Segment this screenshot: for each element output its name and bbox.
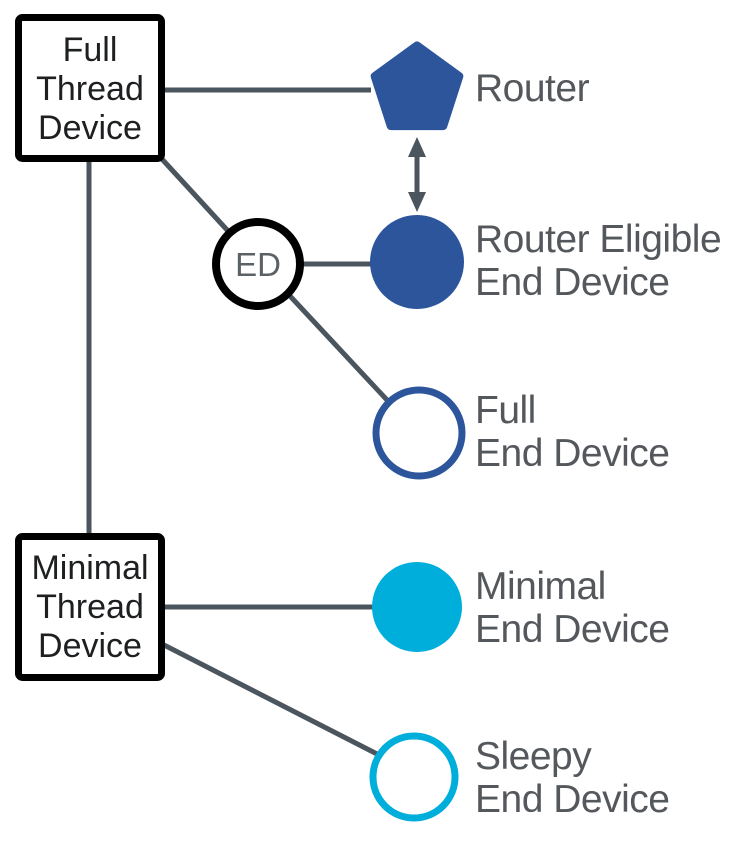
reed-label-line1: Router Eligible [475,218,721,261]
mtd-label-line1: Minimal [31,549,148,587]
ftd-label-line1: Full [63,31,118,69]
mtd-label-line3: Device [38,627,142,665]
mtd-label-line2: Thread [36,588,144,626]
arrow-head-up-icon [408,137,426,157]
router-pentagon-icon [370,41,464,131]
node-labels: Router Router Eligible End Device Full E… [475,67,722,821]
link-ftd-ed [159,156,230,233]
sed-label-line2: End Device [475,778,669,821]
node-shapes [15,14,466,822]
fed-label-line2: End Device [475,432,669,475]
connectors [86,87,389,758]
router-reed-double-arrow [408,137,426,212]
ftd-label-line3: Device [38,109,142,147]
minimal-thread-device-box [15,533,165,681]
router-eligible-end-device-circle [370,215,464,309]
ed-circle [212,218,304,310]
med-label-line2: End Device [475,608,669,651]
arrow-head-down-icon [408,192,426,212]
minimal-end-device-circle [372,562,462,652]
link-mtd-sed [162,642,381,758]
router-label: Router [475,67,590,110]
ftd-label-line2: Thread [36,70,144,108]
ed-badge-label: ED [235,246,281,283]
sed-label-line1: Sleepy [475,735,592,778]
full-thread-device-box [15,14,165,162]
box-texts: Full Thread Device Minimal Thread Device… [31,31,280,665]
fed-label-line1: Full [475,389,536,432]
reed-label-line2: End Device [475,261,669,304]
med-label-line1: Minimal [475,565,606,608]
link-ed-fed [288,294,389,402]
full-end-device-circle [372,386,466,480]
sleepy-end-device-circle [369,732,459,822]
